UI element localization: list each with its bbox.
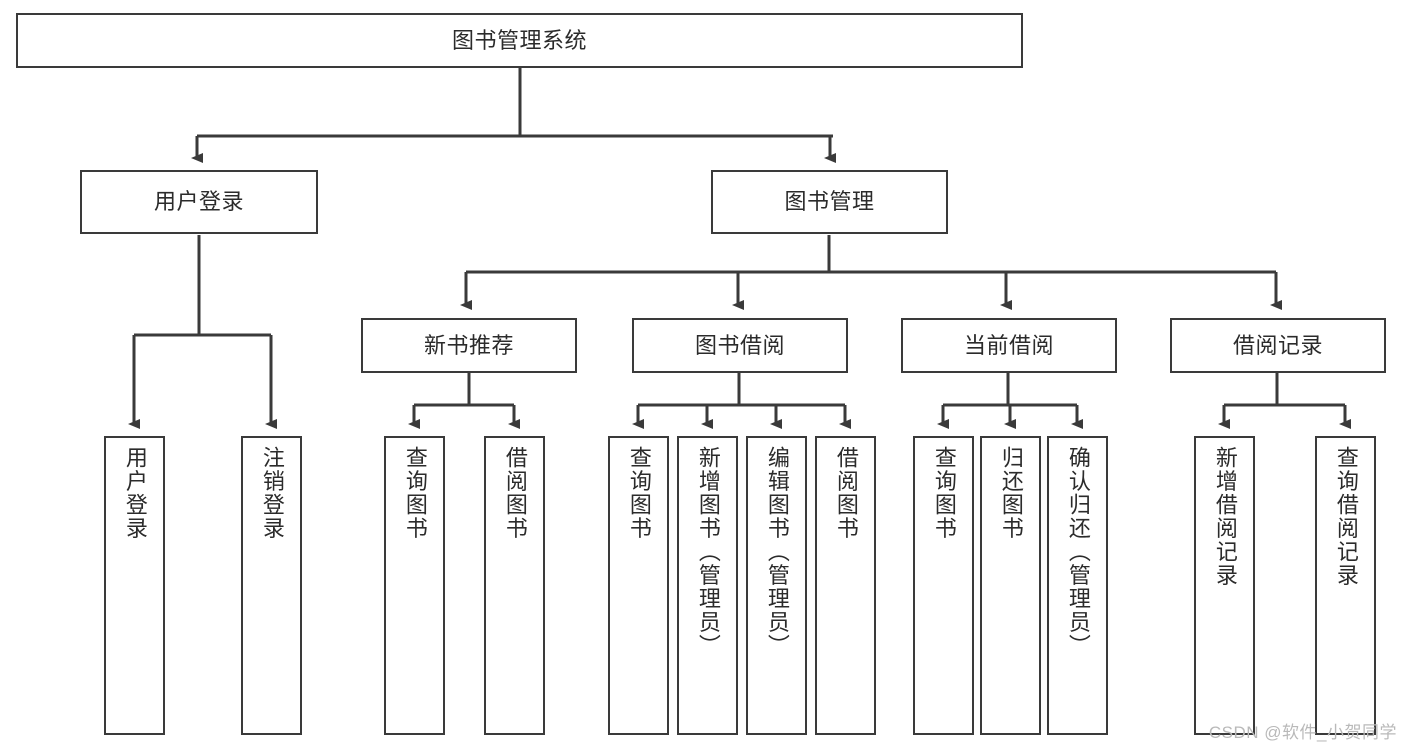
node-label: 借阅图书: [833, 446, 859, 540]
watermark-text: CSDN @软件_小贺同学: [1208, 723, 1397, 742]
node-label: 确认归还（管理员）: [1065, 446, 1091, 658]
leaf-user-logout[interactable]: 注销登录: [241, 436, 302, 735]
node-label: 编辑图书（管理员）: [764, 446, 790, 658]
node-label: 查询图书: [626, 446, 652, 540]
leaf-edit-book-admin[interactable]: 编辑图书（管理员）: [746, 436, 807, 735]
node-label: 新书推荐: [423, 332, 514, 358]
leaf-query-book-current[interactable]: 查询图书: [913, 436, 974, 735]
leaf-add-borrow-record[interactable]: 新增借阅记录: [1194, 436, 1255, 735]
node-current-borrow[interactable]: 当前借阅: [901, 318, 1117, 373]
node-borrow-record[interactable]: 借阅记录: [1170, 318, 1386, 373]
leaf-query-book-recommend[interactable]: 查询图书: [384, 436, 445, 735]
node-label: 新增借阅记录: [1212, 446, 1238, 587]
leaf-borrow-book[interactable]: 借阅图书: [815, 436, 876, 735]
node-label: 用户登录: [153, 189, 244, 215]
node-label: 图书借阅: [694, 332, 785, 358]
node-label: 新增图书（管理员）: [695, 446, 721, 658]
leaf-return-book[interactable]: 归还图书: [980, 436, 1041, 735]
node-label: 图书管理系统: [451, 27, 587, 53]
node-label: 查询图书: [402, 446, 428, 540]
node-label: 图书管理: [784, 189, 875, 215]
node-label: 借阅图书: [502, 446, 528, 540]
node-book-management-system[interactable]: 图书管理系统: [16, 13, 1023, 68]
node-book-management[interactable]: 图书管理: [711, 170, 948, 234]
node-label: 查询借阅记录: [1333, 446, 1359, 587]
leaf-add-book-admin[interactable]: 新增图书（管理员）: [677, 436, 738, 735]
node-label: 归还图书: [998, 446, 1024, 540]
leaf-query-borrow-record[interactable]: 查询借阅记录: [1315, 436, 1376, 735]
node-label: 借阅记录: [1232, 332, 1323, 358]
node-label: 注销登录: [259, 446, 285, 540]
leaf-confirm-return-admin[interactable]: 确认归还（管理员）: [1047, 436, 1108, 735]
node-label: 用户登录: [122, 446, 148, 540]
node-label: 查询图书: [931, 446, 957, 540]
node-new-book-recommend[interactable]: 新书推荐: [361, 318, 577, 373]
leaf-user-login[interactable]: 用户登录: [104, 436, 165, 735]
node-user-login[interactable]: 用户登录: [80, 170, 318, 234]
leaf-borrow-book-recommend[interactable]: 借阅图书: [484, 436, 545, 735]
node-book-borrow[interactable]: 图书借阅: [632, 318, 848, 373]
leaf-query-book-borrow[interactable]: 查询图书: [608, 436, 669, 735]
node-label: 当前借阅: [963, 332, 1054, 358]
